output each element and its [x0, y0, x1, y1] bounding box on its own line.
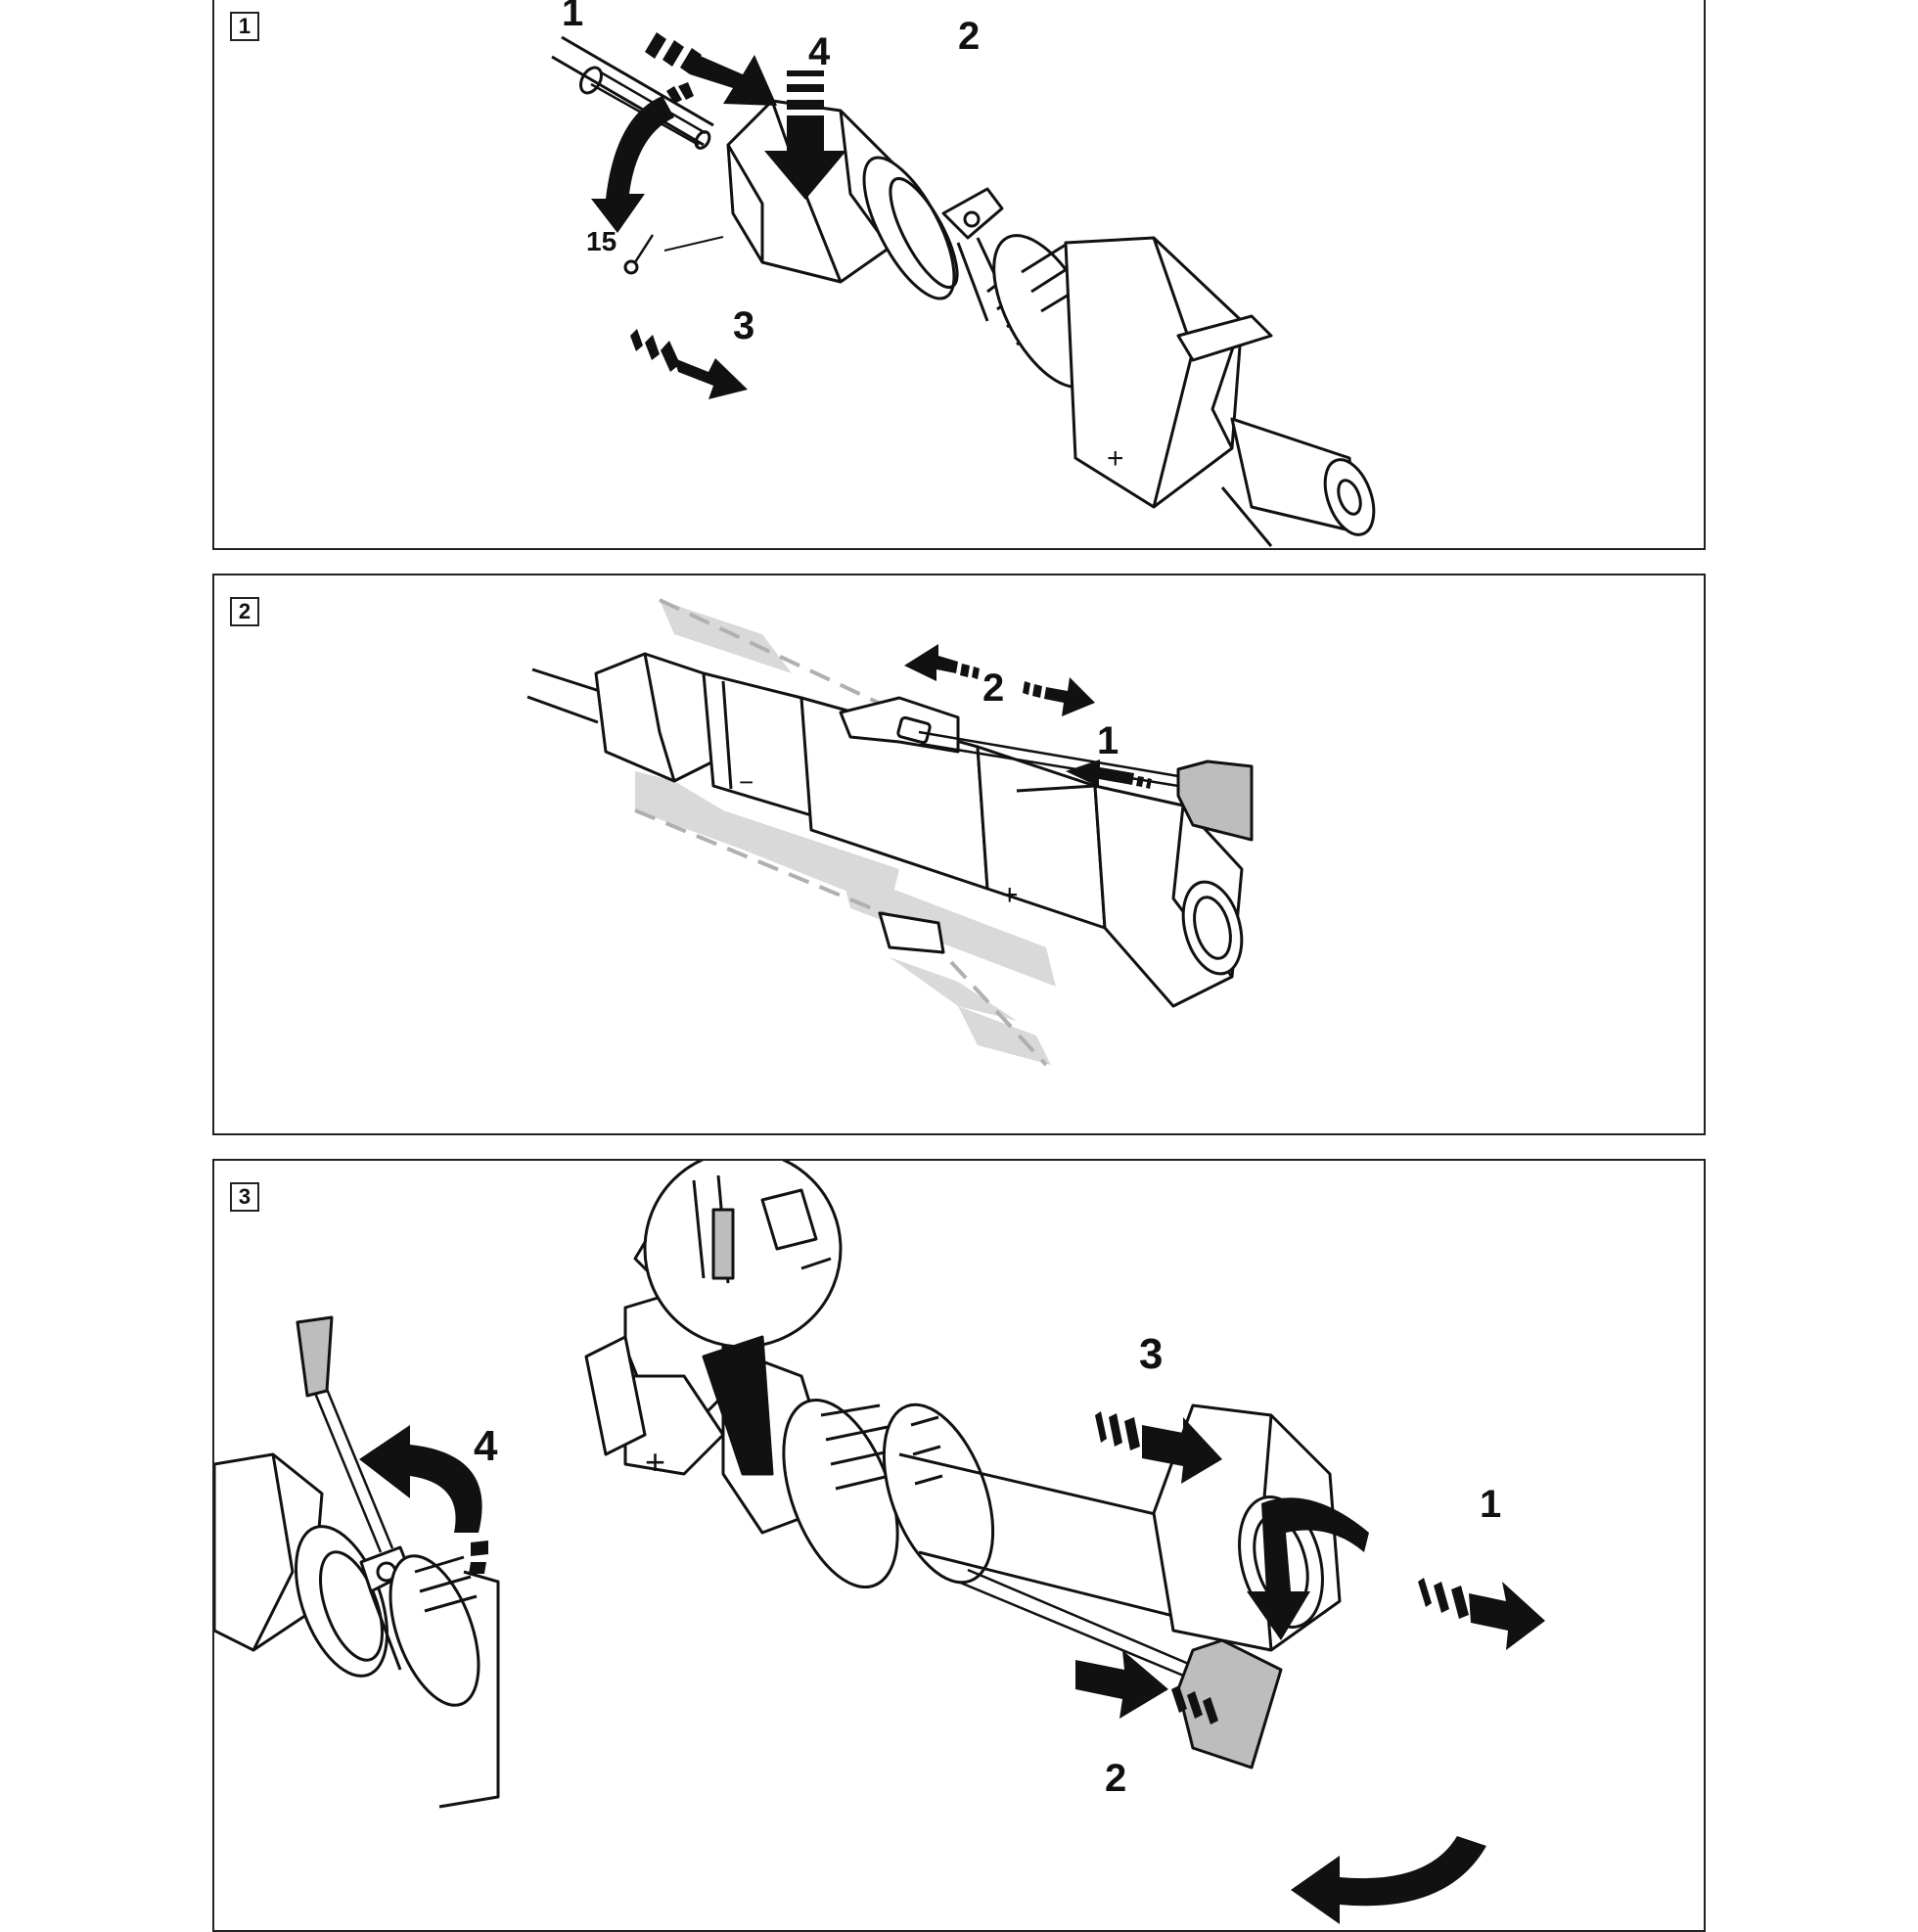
step-2-illustration: − + 2 1 — [526, 598, 1254, 1067]
callout-1: 1 — [1480, 1483, 1501, 1526]
step-number-box: 3 — [230, 1182, 259, 1212]
step-number-box: 1 — [230, 12, 259, 41]
step-2-panel: 2 — [212, 574, 1706, 1135]
step-1-illustration: + 1 2 3 4 15 — [551, 0, 1376, 547]
callout-3: 3 — [733, 304, 754, 347]
step-3-illustration: 4 — [214, 1161, 1545, 1924]
part-number-15: 15 — [586, 226, 616, 256]
callout-2: 2 — [958, 15, 980, 58]
step-3-panel: 3 4 — [212, 1159, 1706, 1932]
callout-1: 1 — [1097, 719, 1119, 762]
callout-2: 2 — [1105, 1757, 1126, 1800]
callout-3: 3 — [1139, 1330, 1163, 1378]
polarity-minus-label: − — [739, 767, 754, 797]
polarity-plus-label: + — [1107, 442, 1124, 475]
callout-1: 1 — [562, 0, 583, 34]
polarity-plus-label: + — [1001, 879, 1019, 911]
callout-4: 4 — [474, 1422, 498, 1470]
step-number-box: 2 — [230, 597, 259, 626]
callout-4: 4 — [808, 30, 831, 73]
callout-2: 2 — [982, 667, 1004, 710]
polarity-plus-label: + — [645, 1442, 665, 1482]
step-1-panel: 1 — [212, 0, 1706, 550]
